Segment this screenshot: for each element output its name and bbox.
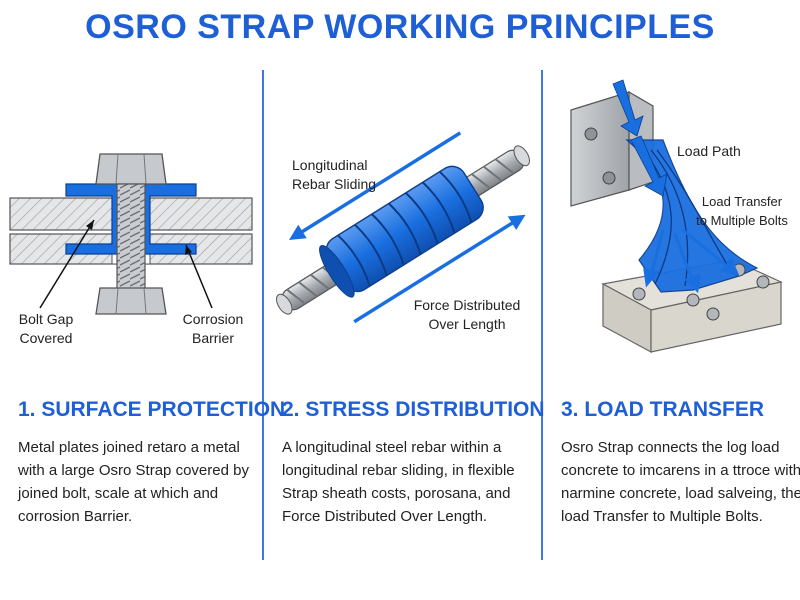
anchor-bolt-icon [632, 287, 646, 301]
anchor-bolt-icon [756, 275, 770, 289]
panel-divider [262, 70, 264, 560]
label-force-distributed: Force Distributed Over Length [413, 297, 521, 332]
description-surface-protection: Metal plates joined retaro a metal with … [18, 439, 249, 525]
label-load-transfer-multiple-bolts: Load Transfer to Multiple Bolts [696, 194, 788, 228]
description-load-transfer: Osro Strap connects the log load concret… [561, 439, 800, 525]
anchor-bolt-icon [686, 293, 700, 307]
bracket-bolt-icon [602, 171, 616, 185]
label-bolt-gap-covered: Bolt Gap Covered [18, 311, 74, 346]
page-title: OSRO STRAP WORKING PRINCIPLES [85, 8, 715, 46]
label-corrosion-barrier: Corrosion Barrier [182, 311, 244, 346]
heading-surface-protection: 1. SURFACE PROTECTION [18, 398, 286, 421]
bracket-bolt-icon [584, 127, 598, 141]
anchor-bolt-icon [706, 307, 720, 321]
panel-divider [541, 70, 543, 560]
panel-surface-protection: Bolt Gap Covered Corrosion Barrier 1. SU… [0, 70, 285, 570]
description-stress-distribution: A longitudinal steel rebar within a long… [282, 439, 515, 525]
label-load-path: Load Path [677, 143, 741, 159]
heading-load-transfer: 3. LOAD TRANSFER [561, 398, 765, 421]
load-transfer-illustration [570, 79, 783, 354]
panel-load-transfer: Load Path Load Transfer to Multiple Bolt… [543, 70, 800, 570]
label-longitudinal-rebar-sliding: Longitudinal Rebar Sliding [292, 157, 377, 192]
bolt-cross-section-illustration [9, 153, 253, 315]
rebar-sheath-illustration [276, 131, 530, 324]
panel-stress-distribution: Longitudinal Rebar Sliding Force Distrib… [264, 70, 545, 570]
heading-stress-distribution: 2. STRESS DISTRIBUTION [282, 398, 545, 421]
